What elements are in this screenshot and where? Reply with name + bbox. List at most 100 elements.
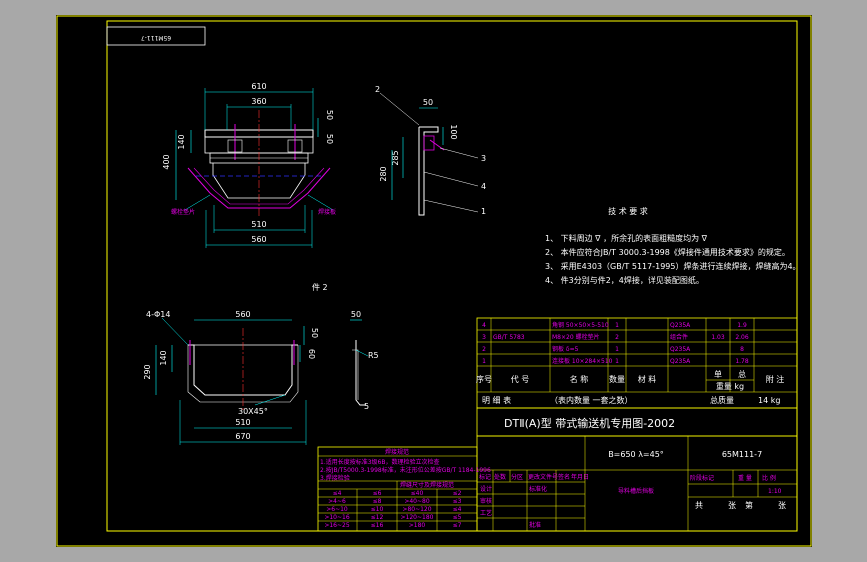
- title-series: DTⅡ(A)型 带式输送机专用图-2002: [504, 416, 675, 430]
- tech-req-4: 4、 件3分别与件2，4焊接，详见装配图纸。: [545, 275, 704, 285]
- weld-sub-header: 焊缝尺寸及焊接规范: [400, 481, 454, 489]
- drawing-no-stamp: 65M111-7: [141, 34, 171, 41]
- sheet-outer-frame: [56, 15, 812, 547]
- dim-280-side: 280: [379, 166, 388, 181]
- weld-cell: ≤3: [453, 498, 462, 505]
- front-bolt-left-head: [227, 139, 243, 153]
- bom-r1-name: 角钢 50×50×5-510: [552, 321, 609, 329]
- weld-cell: >120~180: [401, 514, 434, 521]
- weld-cell: ≤12: [371, 514, 384, 521]
- weld-rows: ≤4≤6≤40≤2>4~6≤8>40~80≤3>6~10≤10>80~120≤4…: [324, 490, 461, 529]
- dim-100-side: 100: [449, 124, 458, 139]
- dim-560-front: 560: [251, 235, 266, 244]
- title-role-design: 设计: [480, 485, 492, 493]
- bom-h-qty: 数量: [609, 374, 625, 384]
- dim-50-front: 50: [325, 110, 334, 120]
- bom-summary-middle: （表内数量 一套之数）: [550, 395, 633, 405]
- side-balloon-2: 2: [375, 85, 380, 94]
- part2-view: 560 4-Φ14 50 140 290 60 30X45° 510 670 5…: [143, 310, 379, 445]
- weld-cell: ≤6: [373, 490, 382, 497]
- title-sign-2: 处数: [494, 473, 506, 481]
- part2-section-5: 5: [364, 402, 369, 411]
- bom-r3-qty: 1: [615, 346, 619, 353]
- dim-50-front-b: 50: [325, 134, 334, 144]
- bom-r1-total: 1.9: [737, 322, 747, 329]
- dim-140-front: 140: [177, 134, 186, 149]
- title-scale-value: 1:10: [768, 488, 782, 495]
- bom-r2-no: 3: [482, 334, 486, 341]
- weld-title: 焊接规范: [385, 448, 409, 456]
- part2-section-50: 50: [351, 310, 361, 319]
- dim-50-side: 50: [423, 98, 433, 107]
- bom-r3-no: 2: [482, 346, 486, 353]
- weld-note-2: 2.按JB/T5000.3-1998标准，未注形位公差按GB/T 1184-19…: [320, 466, 491, 474]
- title-spec: B=650 λ=45°: [608, 450, 664, 459]
- weld-note-3: 3.焊接检验: [320, 474, 350, 482]
- bom-r4-total: 1.78: [735, 358, 749, 365]
- part2-title: 件 2: [312, 282, 328, 292]
- bom-r3-total: 8: [740, 346, 744, 353]
- title-role-review: 审核: [480, 497, 492, 505]
- bom-h-material: 材 料: [638, 374, 657, 384]
- dim-holes-part2: 4-Φ14: [146, 310, 170, 319]
- title-sign-4: 更改文件号: [528, 473, 558, 481]
- dim-670-part2: 670: [235, 432, 250, 441]
- front-bolt-right-head: [287, 139, 303, 153]
- weld-cell: ≤5: [453, 514, 462, 521]
- side-view: 50 100 285 280 2 3 4 1: [375, 85, 486, 216]
- weld-cell: >10~16: [324, 514, 350, 521]
- bom-summary-left: 明 细 表: [482, 395, 511, 405]
- tech-req-title: 技 术 要 求: [608, 206, 648, 216]
- bom-r4-qty: 1: [615, 358, 619, 365]
- bom-r2-total: 2.06: [735, 334, 749, 341]
- title-sheet-2: 张: [728, 501, 736, 510]
- dim-400-front: 400: [162, 154, 171, 169]
- bom-h-weight: 重量 kg: [716, 381, 744, 391]
- weld-cell: ≤10: [371, 506, 384, 513]
- weld-cell: >80~120: [402, 506, 431, 513]
- bom-r4-mat: Q235A: [670, 358, 691, 365]
- title-scale-label: 比 例: [762, 474, 776, 482]
- bom-r4-no: 1: [482, 358, 486, 365]
- weld-cell: >16~25: [324, 522, 350, 529]
- drawing-no-stamp-box: [106, 26, 206, 46]
- title-sign-1: 标记: [479, 473, 491, 481]
- title-stage-label: 阶段标记: [690, 474, 714, 482]
- weld-cell: >40~80: [404, 498, 430, 505]
- weld-cell: ≤7: [453, 522, 462, 529]
- bom-r4-name: 连接板 10×284×510: [552, 357, 613, 365]
- weld-cell: ≤4: [333, 490, 342, 497]
- bom-r2-qty: 2: [615, 334, 619, 341]
- title-std: 标准化: [529, 485, 547, 493]
- title-sign-3: 分区: [511, 473, 523, 481]
- title-sheet-3: 第: [745, 500, 753, 510]
- bom-r3-mat: Q235A: [670, 346, 691, 353]
- weld-cell: >6~10: [326, 506, 348, 513]
- bom-h-no: 序号: [476, 374, 492, 384]
- bom-r2-name: M8×20 螺栓垫片: [552, 333, 600, 341]
- dim-360: 360: [251, 97, 266, 106]
- dim-290-part2: 290: [143, 364, 152, 379]
- bom-h-total: 总: [738, 369, 746, 379]
- side-balloon-1: 1: [481, 207, 486, 216]
- bom-h-code: 代 号: [511, 374, 530, 384]
- title-weight-label: 重 量: [738, 474, 752, 482]
- title-drawing-no: 65M111-7: [722, 450, 762, 459]
- part2-section: [355, 340, 366, 406]
- weld-cell: ≤8: [373, 498, 382, 505]
- title-sign-6: 年月日: [571, 473, 589, 481]
- title-sign-5: 签名: [558, 473, 570, 481]
- weld-cell: ≤2: [453, 490, 462, 497]
- bom-summary-weight-label: 总质量: [710, 395, 734, 405]
- bom-h-name: 名 称: [570, 374, 589, 384]
- dim-510-front: 510: [251, 220, 266, 229]
- dim-chamfer-part2: 30X45°: [238, 407, 268, 416]
- weld-cell: ≤16: [371, 522, 384, 529]
- part2-profile: [188, 344, 298, 396]
- title-part-name: 导料槽后挡板: [618, 487, 654, 495]
- title-role-approve: 批准: [529, 521, 541, 529]
- weld-cell: ≤4: [453, 506, 462, 513]
- tech-req-2: 2、 本件应符合JB/T 3000.3-1998《焊接件通用技术要求》的规定。: [545, 247, 790, 257]
- bom-r1-qty: 1: [615, 322, 619, 329]
- bom-r1-mat: Q235A: [670, 322, 691, 329]
